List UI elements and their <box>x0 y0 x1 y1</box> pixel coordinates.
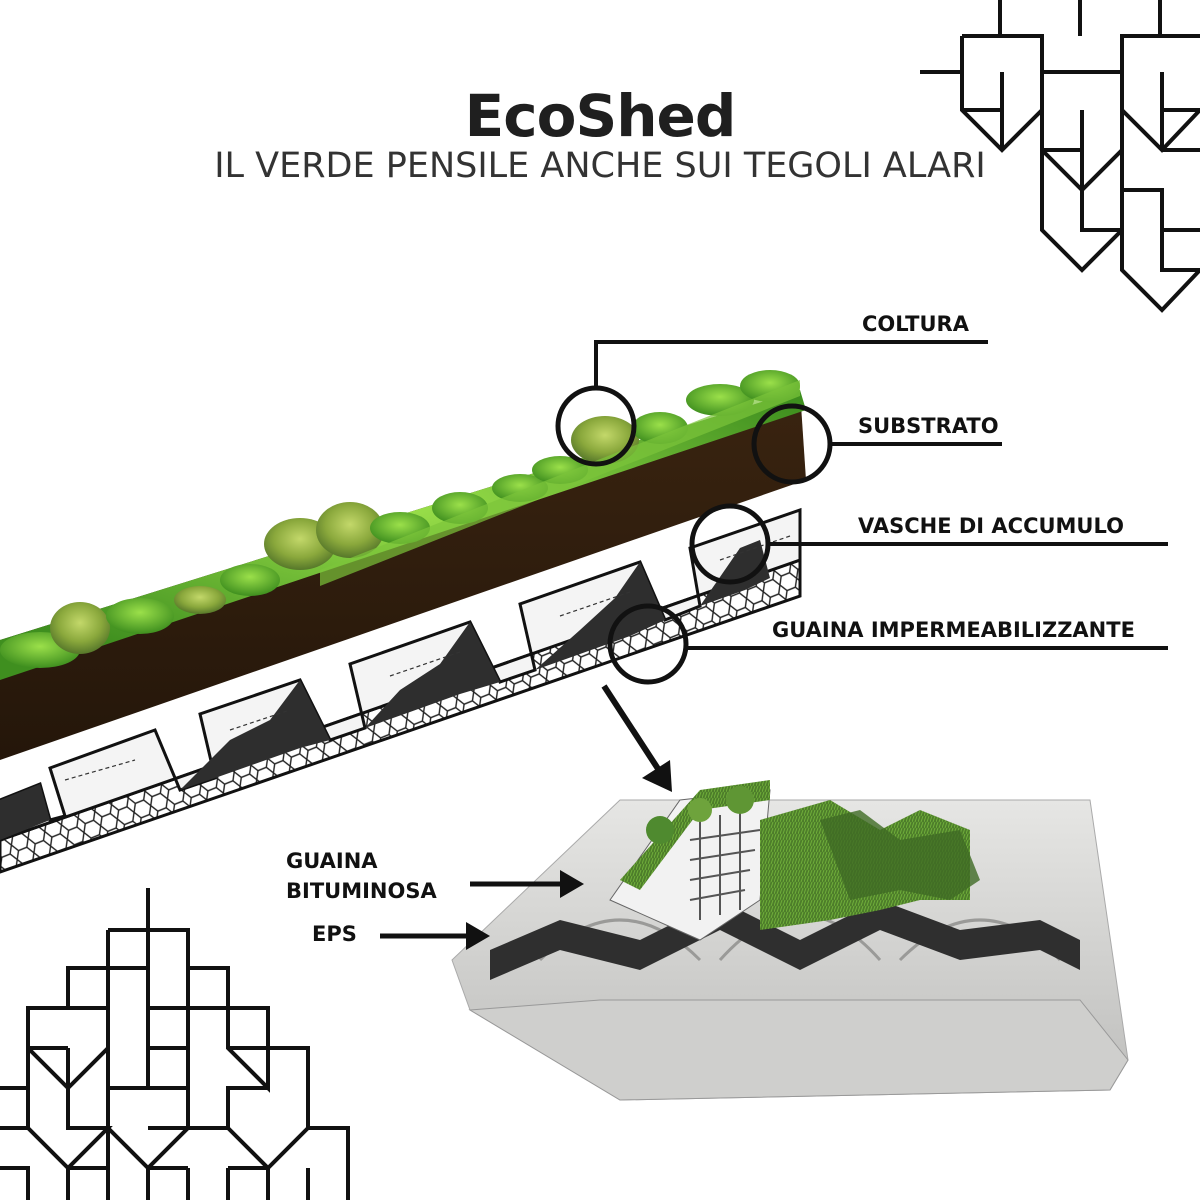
label-coltura: COLTURA <box>862 312 969 336</box>
drainage-dashed-lines <box>64 535 791 781</box>
detail-arrow <box>601 684 672 792</box>
label-eps: EPS <box>312 922 357 946</box>
cube-pattern-top-right <box>920 0 1200 313</box>
cube-pattern-bottom-left <box>0 888 350 1200</box>
detail-pointer-arrows <box>380 870 584 950</box>
callout-circle-guaina <box>607 603 689 685</box>
leader-lines <box>594 340 1168 650</box>
label-guaina-bituminosa: GUAINA BITUMINOSA <box>286 846 437 906</box>
substrate-layer <box>0 390 806 760</box>
label-vasche: VASCHE DI ACCUMULO <box>858 514 1124 538</box>
label-substrato: SUBSTRATO <box>858 414 999 438</box>
label-guaina-impermeabilizzante: GUAINA IMPERMEABILIZZANTE <box>772 618 1135 642</box>
page-subtitle: IL VERDE PENSILE ANCHE SUI TEGOLI ALARI <box>214 146 986 186</box>
drainage-shadows <box>0 540 770 840</box>
label-guaina-bituminosa-line1: GUAINA <box>286 849 378 873</box>
label-guaina-bituminosa-line2: BITUMINOSA <box>286 879 437 903</box>
shed-render <box>451 780 1129 1101</box>
vegetation <box>0 370 800 668</box>
page-title: EcoShed <box>464 82 737 150</box>
